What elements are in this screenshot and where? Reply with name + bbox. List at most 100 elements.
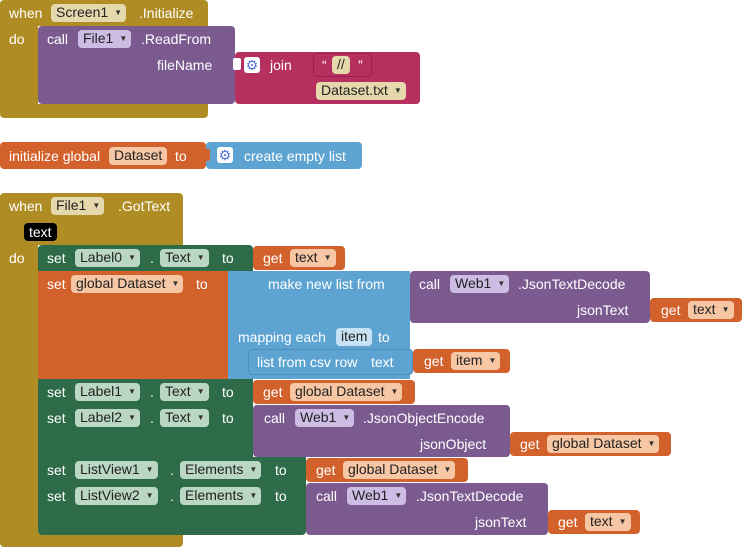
property-dropdown-text[interactable]: Text▼ bbox=[160, 249, 209, 267]
to-keyword: to bbox=[222, 250, 234, 266]
create-empty-list-block[interactable]: ⚙ create empty list bbox=[202, 142, 362, 169]
call-jsontextdecode-block[interactable]: call Web1▼ .JsonTextDecode jsonText bbox=[410, 271, 650, 323]
get-text-block[interactable]: get text▼ bbox=[253, 246, 345, 270]
get-keyword: get bbox=[558, 514, 578, 530]
get-keyword: get bbox=[316, 462, 336, 478]
component-dropdown-listview2[interactable]: ListView2▼ bbox=[75, 487, 158, 505]
set-listview2-elements-block[interactable]: set ListView2▼ . Elements▼ to bbox=[38, 483, 306, 535]
method-name: .JsonObjectEncode bbox=[363, 410, 485, 426]
component-dropdown-web1[interactable]: Web1▼ bbox=[347, 487, 407, 505]
set-keyword: set bbox=[47, 488, 66, 504]
component-dropdown-label2[interactable]: Label2▼ bbox=[75, 409, 140, 427]
param-filename: fileName bbox=[157, 57, 213, 73]
get-item-block[interactable]: get item▼ bbox=[413, 349, 510, 373]
list-from-csv-row-block[interactable]: list from csv row text bbox=[248, 349, 413, 375]
initialize-global-label: initialize global bbox=[9, 148, 101, 164]
file-dropdown-block[interactable]: Dataset.txt▼ bbox=[303, 79, 420, 104]
call-keyword: call bbox=[316, 488, 338, 504]
get-keyword: get bbox=[661, 302, 681, 318]
component-dropdown-label1[interactable]: Label1▼ bbox=[75, 383, 140, 401]
variable-dropdown-text[interactable]: text▼ bbox=[290, 249, 336, 267]
get-global-dataset-block[interactable]: get global Dataset▼ bbox=[253, 380, 415, 404]
join-keyword: join bbox=[270, 57, 292, 73]
make-new-list-label: make new list from bbox=[268, 276, 385, 292]
method-name: .JsonTextDecode bbox=[518, 276, 626, 292]
get-keyword: get bbox=[424, 353, 444, 369]
get-keyword: get bbox=[520, 436, 540, 452]
event-param-text[interactable]: text bbox=[24, 223, 57, 241]
method-name: .JsonTextDecode bbox=[416, 488, 524, 504]
get-keyword: get bbox=[263, 384, 283, 400]
property-dropdown-elements[interactable]: Elements▼ bbox=[180, 487, 262, 505]
component-dropdown-file1[interactable]: File1▼ bbox=[78, 30, 132, 48]
param-text: text bbox=[371, 354, 394, 370]
screen-initialize-event-block[interactable]: when Screen1▼ .Initialize do bbox=[0, 0, 208, 118]
set-label1-text-block[interactable]: set Label1▼ . Text▼ to bbox=[38, 379, 253, 405]
get-global-dataset-block[interactable]: get global Dataset▼ bbox=[510, 432, 671, 456]
do-keyword: do bbox=[9, 31, 25, 47]
set-listview1-elements-block[interactable]: set ListView1▼ . Elements▼ to bbox=[38, 457, 306, 483]
variable-dropdown-global-dataset[interactable]: global Dataset▼ bbox=[547, 435, 660, 453]
param-jsonobject: jsonObject bbox=[420, 436, 487, 452]
file-gottext-event-block[interactable]: when File1▼ .GotText text do bbox=[0, 193, 183, 547]
to-keyword: to bbox=[222, 410, 234, 426]
file-name-dropdown[interactable]: Dataset.txt▼ bbox=[316, 82, 406, 100]
call-keyword: call bbox=[419, 276, 441, 292]
param-jsontext: jsonText bbox=[475, 514, 527, 530]
component-dropdown-listview1[interactable]: ListView1▼ bbox=[75, 461, 158, 479]
get-text-block[interactable]: get text▼ bbox=[548, 510, 640, 534]
variable-dropdown-text[interactable]: text▼ bbox=[688, 301, 734, 319]
to-keyword: to bbox=[275, 488, 287, 504]
component-dropdown-label0[interactable]: Label0▼ bbox=[75, 249, 140, 267]
component-dropdown-web1[interactable]: Web1▼ bbox=[450, 275, 510, 293]
call-jsonobjectencode-block[interactable]: call Web1▼ .JsonObjectEncode jsonObject bbox=[253, 405, 510, 457]
call-jsontextdecode-block[interactable]: call Web1▼ .JsonTextDecode jsonText bbox=[306, 483, 548, 535]
variable-dropdown-text[interactable]: text▼ bbox=[585, 513, 631, 531]
event-footer bbox=[0, 104, 208, 118]
variable-dropdown-global-dataset[interactable]: global Dataset▼ bbox=[343, 461, 456, 479]
set-label2-text-block[interactable]: set Label2▼ . Text▼ to bbox=[38, 405, 253, 457]
variable-dropdown-global-dataset[interactable]: global Dataset▼ bbox=[71, 275, 184, 293]
gear-icon[interactable]: ⚙ bbox=[217, 147, 233, 163]
to-keyword: to bbox=[196, 276, 208, 292]
create-empty-list-label: create empty list bbox=[244, 148, 346, 164]
event-spine bbox=[0, 26, 38, 106]
event-name: .GotText bbox=[118, 198, 171, 214]
to-keyword: to bbox=[175, 148, 187, 164]
initialize-global-block[interactable]: initialize global Dataset to bbox=[0, 142, 206, 169]
component-dropdown-web1[interactable]: Web1▼ bbox=[295, 409, 355, 427]
call-keyword: call bbox=[47, 31, 69, 47]
param-jsontext: jsonText bbox=[577, 302, 629, 318]
list-from-csv-row-label: list from csv row bbox=[257, 354, 358, 370]
gear-icon[interactable]: ⚙ bbox=[244, 57, 260, 73]
to-keyword: to bbox=[275, 462, 287, 478]
get-keyword: get bbox=[263, 250, 283, 266]
method-name: .ReadFrom bbox=[141, 31, 212, 47]
set-global-dataset-block[interactable]: set global Dataset▼ to bbox=[38, 271, 228, 379]
call-readfrom-block[interactable]: call File1▼ .ReadFrom fileName bbox=[38, 26, 235, 104]
variable-dropdown-global-dataset[interactable]: global Dataset▼ bbox=[290, 383, 403, 401]
mapping-each-label: mapping each bbox=[238, 329, 326, 345]
get-global-dataset-block[interactable]: get global Dataset▼ bbox=[306, 458, 468, 482]
set-keyword: set bbox=[47, 384, 66, 400]
do-keyword: do bbox=[9, 250, 25, 266]
set-label0-text-block[interactable]: set Label0▼ . Text▼ to bbox=[38, 245, 253, 271]
component-dropdown-file1[interactable]: File1▼ bbox=[51, 197, 105, 215]
property-dropdown-elements[interactable]: Elements▼ bbox=[180, 461, 262, 479]
component-dropdown-screen1[interactable]: Screen1▼ bbox=[51, 4, 127, 22]
call-keyword: call bbox=[264, 410, 286, 426]
set-keyword: set bbox=[47, 410, 66, 426]
string-literal-block[interactable]: “ // ” bbox=[313, 53, 372, 77]
variable-dropdown-item[interactable]: item▼ bbox=[451, 352, 501, 370]
global-name-field[interactable]: Dataset bbox=[109, 147, 168, 165]
string-value[interactable]: // bbox=[332, 56, 350, 74]
when-keyword: when bbox=[9, 5, 43, 21]
get-text-block[interactable]: get text▼ bbox=[650, 298, 742, 322]
set-keyword: set bbox=[47, 276, 66, 292]
item-variable-field[interactable]: item bbox=[336, 328, 373, 346]
property-dropdown-text[interactable]: Text▼ bbox=[160, 383, 209, 401]
property-dropdown-text[interactable]: Text▼ bbox=[160, 409, 209, 427]
event-name: .Initialize bbox=[139, 5, 194, 21]
to-keyword: to bbox=[222, 384, 234, 400]
set-keyword: set bbox=[47, 250, 66, 266]
